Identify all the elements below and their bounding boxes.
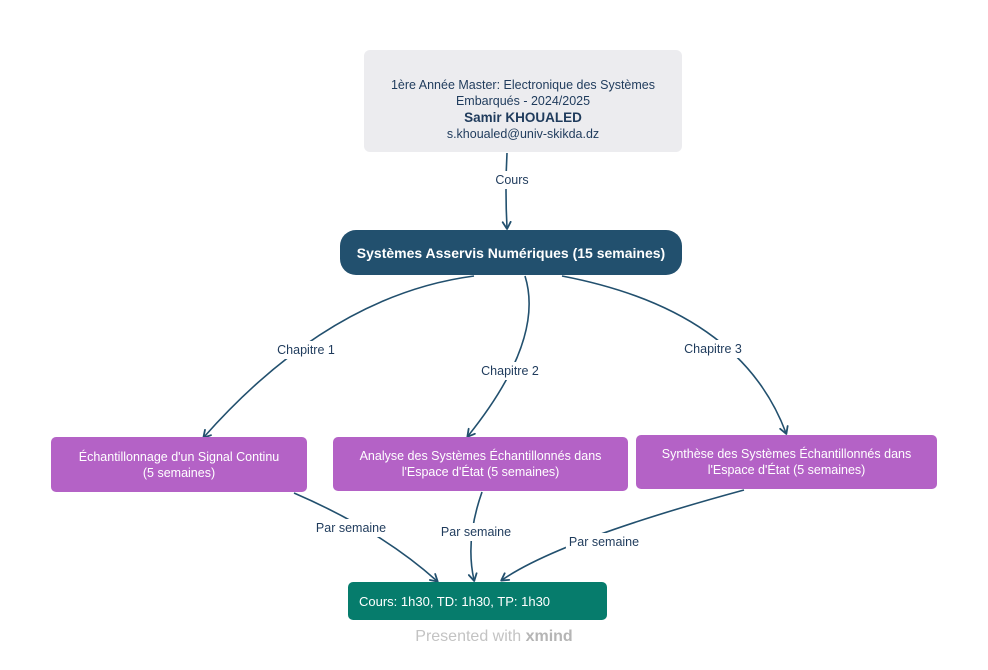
watermark-prefix: Presented with (415, 628, 522, 645)
watermark: Presented with xmind (0, 628, 988, 646)
edge-label-chapitre2: Chapitre 2 (478, 362, 542, 380)
chapter2-node[interactable]: Analyse des Systèmes Échantillonnés dans… (333, 437, 628, 491)
edge-root-to-chapter1 (202, 275, 475, 439)
edge-label-par-semaine-2: Par semaine (437, 523, 515, 541)
chapter1-node[interactable]: Échantillonnage d'un Signal Continu (5 s… (51, 437, 307, 492)
edge-label-par-semaine-3: Par semaine (565, 533, 643, 551)
chapter3-node[interactable]: Synthèse des Systèmes Échantillonnés dan… (636, 435, 937, 489)
header-email: s.khoualed@univ-skikda.dz (446, 126, 600, 141)
hours-label: Cours: 1h30, TD: 1h30, TP: 1h30 (359, 593, 551, 609)
hours-node[interactable]: Cours: 1h30, TD: 1h30, TP: 1h30 (348, 582, 607, 620)
header-author: Samir KHOUALED (464, 109, 582, 125)
header-program-line2: Embarqués - 2024/2025 (455, 93, 591, 108)
root-topic-label: Systèmes Asservis Numériques (15 semaine… (356, 244, 666, 261)
edge-label-chapitre1: Chapitre 1 (274, 341, 338, 359)
root-topic-node[interactable]: Systèmes Asservis Numériques (15 semaine… (340, 230, 682, 275)
edge-header-to-root (501, 152, 512, 230)
chapter1-line2: (5 semaines) (142, 465, 216, 480)
chapter2-line1: Analyse des Systèmes Échantillonnés dans (359, 449, 602, 463)
header-info-node[interactable]: 1ère Année Master: Electronique des Syst… (364, 50, 682, 152)
header-program-line1: 1ère Année Master: Electronique des Syst… (390, 77, 656, 92)
edge-root-to-chapter2 (466, 275, 530, 438)
edge-chapter1-to-hours (293, 492, 439, 583)
edge-label-chapitre3: Chapitre 3 (681, 340, 745, 358)
chapter2-line2: l'Espace d'État (5 semaines) (401, 465, 560, 479)
chapter3-line1: Synthèse des Systèmes Échantillonnés dan… (661, 447, 912, 461)
edge-label-cours: Cours (492, 171, 532, 189)
watermark-brand: xmind (525, 628, 573, 645)
edge-label-par-semaine-1: Par semaine (312, 519, 390, 537)
edge-root-to-chapter3 (561, 275, 789, 435)
chapter1-line1: Échantillonnage d'un Signal Continu (78, 449, 280, 464)
chapter3-line2: l'Espace d'État (5 semaines) (707, 463, 866, 477)
